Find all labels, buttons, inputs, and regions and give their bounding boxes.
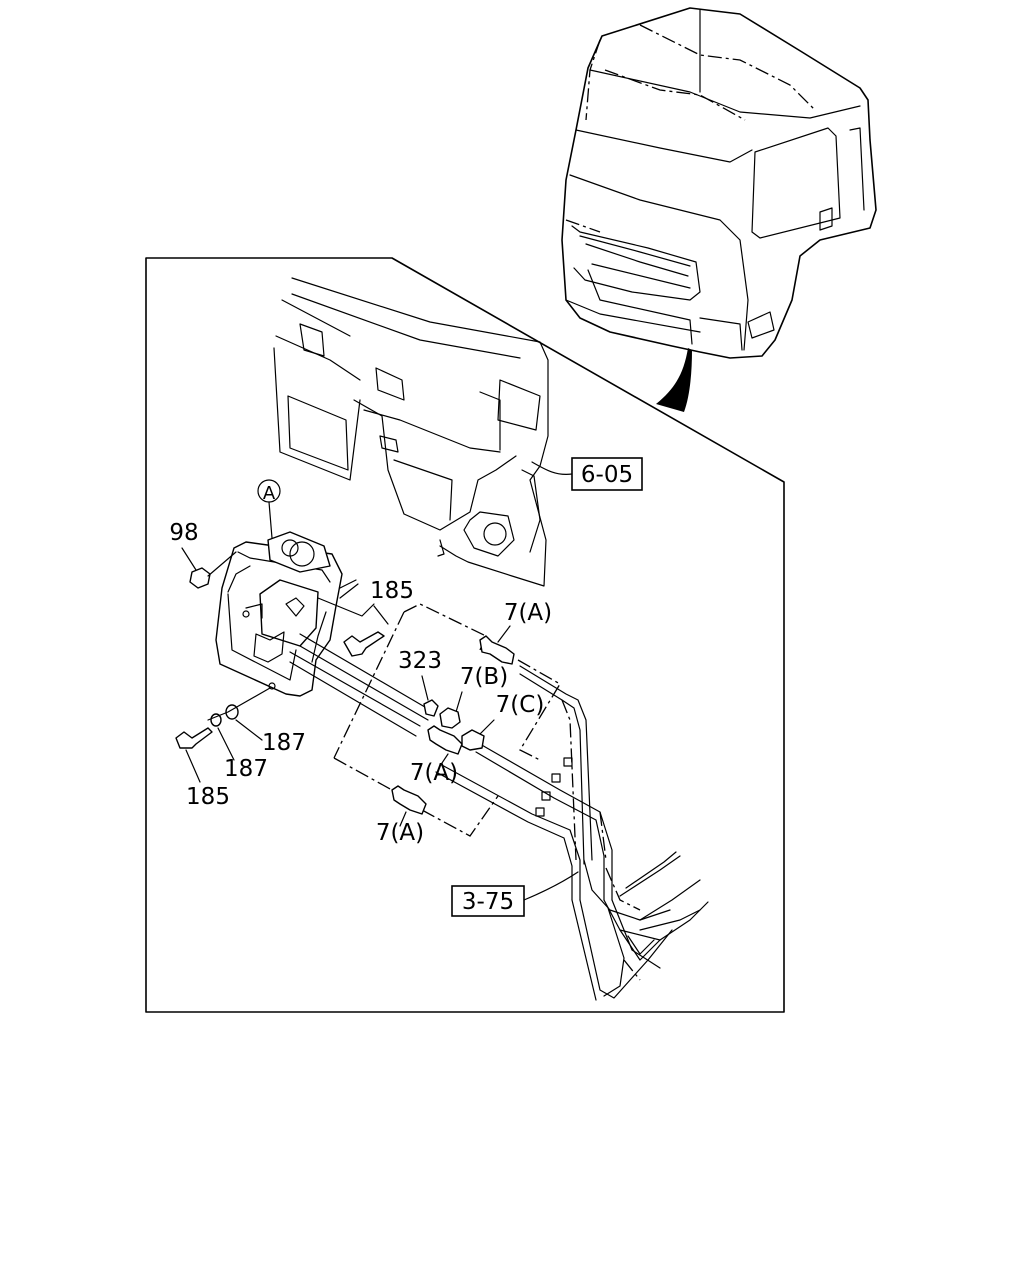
fitting-323 bbox=[423, 699, 439, 717]
detail-marker-a-label: A bbox=[263, 483, 276, 504]
reference-box-3-75 bbox=[451, 885, 525, 917]
callout-323: 323 bbox=[398, 648, 442, 674]
control-module-assembly bbox=[215, 531, 359, 697]
callout-187-right: 187 bbox=[262, 730, 306, 756]
callout-7a-mid: 7(A) bbox=[410, 760, 458, 786]
front-panel-illustration bbox=[273, 277, 549, 587]
connector-7a-bottom bbox=[391, 785, 427, 815]
washer-187-left bbox=[210, 713, 222, 727]
callout-7b: 7(B) bbox=[460, 664, 508, 690]
brake-pipes bbox=[289, 633, 709, 1001]
connector-7a-top bbox=[479, 635, 515, 665]
reference-box-6-05 bbox=[571, 457, 643, 491]
detail-frame bbox=[145, 257, 785, 1013]
detail-pointer-arrow bbox=[656, 348, 692, 412]
reference-6-05-label: 6-05 bbox=[581, 462, 633, 488]
callout-7c: 7(C) bbox=[496, 692, 545, 718]
callout-7a-bottom: 7(A) bbox=[376, 820, 424, 846]
connector-7a-mid bbox=[427, 725, 463, 755]
connector-7c bbox=[461, 729, 485, 751]
callout-98: 98 bbox=[169, 520, 198, 546]
reference-3-75-label: 3-75 bbox=[462, 889, 514, 915]
nut-98 bbox=[189, 567, 211, 589]
callout-185-top: 185 bbox=[370, 578, 414, 604]
connector-7b bbox=[439, 707, 461, 729]
bolt-185-bottom bbox=[175, 727, 213, 749]
callout-185-bottom: 185 bbox=[186, 784, 230, 810]
callout-187-left: 187 bbox=[224, 756, 268, 782]
callout-7a-top: 7(A) bbox=[504, 600, 552, 626]
bolt-185-top bbox=[343, 631, 385, 657]
truck-cab-illustration bbox=[561, 7, 877, 359]
